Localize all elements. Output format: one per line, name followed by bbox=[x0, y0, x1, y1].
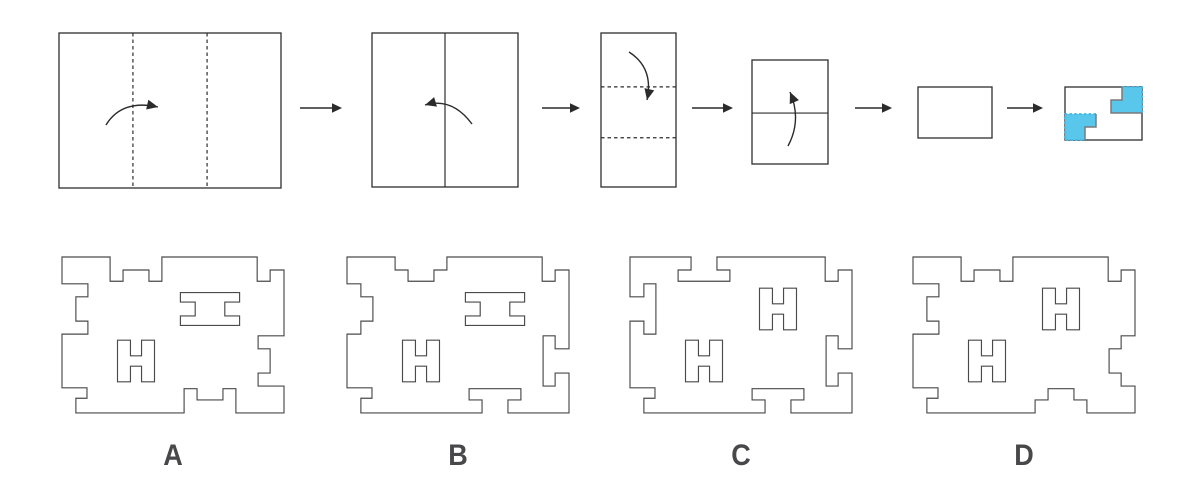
fold-step-4 bbox=[751, 59, 829, 165]
unfolded-pattern bbox=[346, 256, 570, 414]
fold-step-5 bbox=[917, 86, 993, 139]
option-b-shape bbox=[346, 256, 570, 414]
fold-sequence-diagram bbox=[58, 32, 1143, 189]
unfolded-pattern bbox=[61, 256, 285, 414]
unfolded-pattern bbox=[629, 256, 853, 414]
step-arrow bbox=[300, 103, 342, 113]
option-d-shape bbox=[912, 256, 1136, 414]
fold-step-6-cut bbox=[1064, 86, 1143, 141]
option-b[interactable]: B bbox=[345, 255, 571, 485]
option-c[interactable]: C bbox=[628, 255, 854, 485]
fold-step-3 bbox=[600, 32, 677, 188]
option-a-label: A bbox=[163, 439, 183, 472]
unfolded-pattern bbox=[912, 256, 1136, 414]
step-arrow bbox=[542, 103, 580, 113]
step-arrow bbox=[1007, 103, 1043, 113]
option-c-label: C bbox=[731, 439, 751, 472]
option-d-label: D bbox=[1014, 439, 1034, 472]
fold-step-2 bbox=[371, 32, 519, 188]
option-a[interactable]: A bbox=[60, 255, 286, 485]
step-arrow bbox=[692, 103, 733, 113]
fold-step-1 bbox=[58, 32, 282, 189]
option-b-label: B bbox=[448, 439, 468, 472]
option-d[interactable]: D bbox=[911, 255, 1137, 485]
option-c-shape bbox=[629, 256, 853, 414]
step-arrow bbox=[855, 103, 892, 113]
option-a-shape bbox=[61, 256, 285, 414]
